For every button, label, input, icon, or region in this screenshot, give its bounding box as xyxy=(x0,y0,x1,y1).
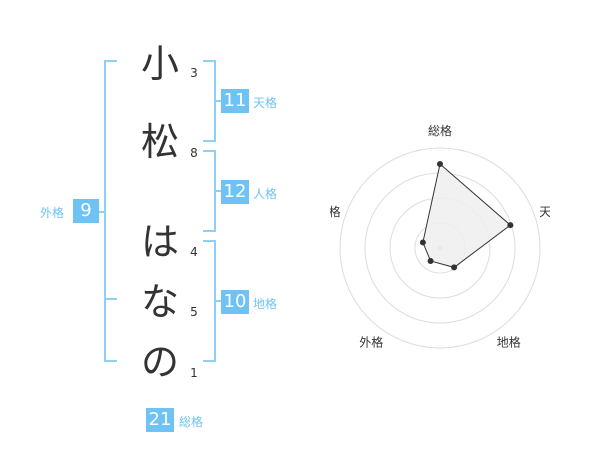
radar-point-1 xyxy=(437,161,443,167)
radar-axis-label-1: 総格 xyxy=(428,123,452,138)
gaikaku-connector xyxy=(98,211,106,213)
radar-area xyxy=(422,163,512,268)
stroke-count-2: 8 xyxy=(190,146,198,160)
soukaku-value-box: 21 xyxy=(146,408,174,432)
name-char-5: の xyxy=(140,340,179,384)
stroke-count-1: 3 xyxy=(190,66,198,80)
radar-point-4 xyxy=(427,257,434,264)
soukaku-label: 総格 xyxy=(179,415,204,429)
stroke-count-4: 5 xyxy=(190,305,198,319)
radar-axis-label-5: 人格 xyxy=(330,204,341,219)
radar-point-5 xyxy=(419,239,426,246)
stroke-count-5: 1 xyxy=(190,366,198,380)
radar-axis-label-2: 天格 xyxy=(539,204,550,219)
radar-axis-label-4: 外格 xyxy=(359,335,383,350)
jinkaku-label: 人格 xyxy=(253,187,278,201)
chikaku-bracket-tick xyxy=(214,300,222,302)
jinkaku-value-box: 12 xyxy=(221,180,249,204)
chikaku-label: 地格 xyxy=(253,297,278,311)
gaikaku-label: 外格 xyxy=(40,206,65,220)
radar-axis-label-3: 地格 xyxy=(497,335,521,350)
fortune-radar-chart: 総格天格地格 外格 人格 xyxy=(330,123,550,350)
tenkaku-bracket-tick xyxy=(214,100,222,102)
name-char-3: は xyxy=(140,220,179,264)
gaikaku-value-box: 9 xyxy=(73,199,99,223)
name-char-2: 松 xyxy=(140,120,179,164)
stroke-count-3: 4 xyxy=(190,245,198,259)
radar-point-3 xyxy=(451,264,458,271)
tenkaku-value-box: 11 xyxy=(221,89,249,113)
radar-point-2 xyxy=(507,222,514,229)
name-char-4: な xyxy=(140,280,179,324)
chikaku-value-box: 10 xyxy=(221,290,249,314)
radar-grid-ring xyxy=(339,147,541,349)
name-char-1: 小 xyxy=(140,42,179,86)
jinkaku-bracket-tick xyxy=(214,190,222,192)
tenkaku-label: 天格 xyxy=(253,96,278,110)
gaikaku-bracket-tick xyxy=(104,298,117,300)
